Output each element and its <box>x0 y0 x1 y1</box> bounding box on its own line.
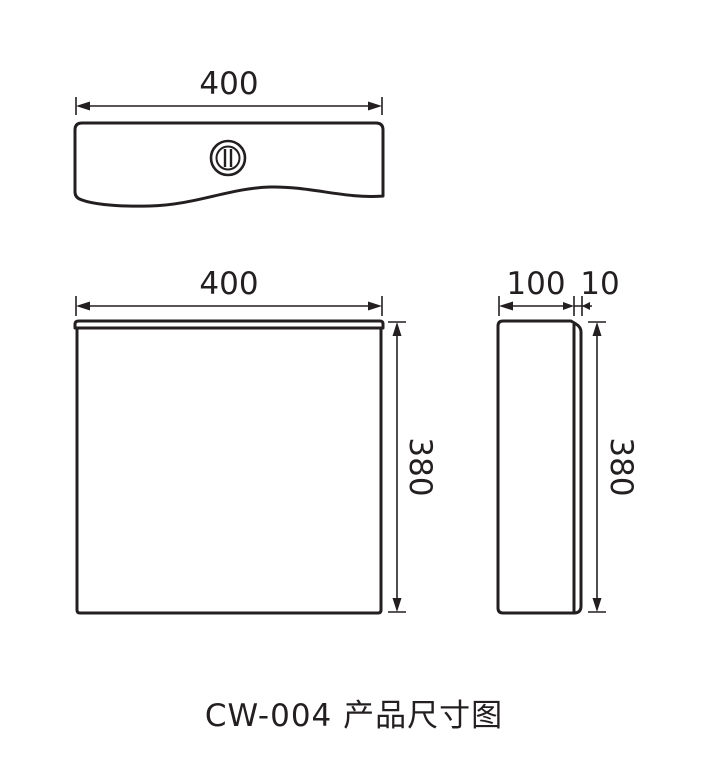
tank-top-outline <box>73 121 385 208</box>
side-view-height-dimension: 380 <box>588 321 639 613</box>
top-view-width-dimension: 400 <box>75 66 383 115</box>
top-view: 400 <box>73 66 385 208</box>
front-view: 400 380 <box>73 266 438 615</box>
flush-button-icon <box>209 139 247 177</box>
front-view-width-label: 400 <box>199 266 258 302</box>
side-view-depth-dimension: 100 10 <box>498 266 620 316</box>
front-view-height-dimension: 380 <box>388 321 438 613</box>
side-view: 100 10 380 <box>496 266 639 615</box>
tank-body-side <box>496 319 583 615</box>
tank-lid <box>73 319 385 330</box>
tank-body-front <box>75 326 383 615</box>
side-view-height-label: 380 <box>603 437 639 496</box>
side-view-depth-label: 100 <box>506 266 565 302</box>
side-view-lid-label: 10 <box>580 266 619 302</box>
front-view-height-label: 380 <box>402 437 438 496</box>
drawing-caption: CW-004 产品尺寸图 <box>205 698 503 734</box>
top-view-width-label: 400 <box>199 66 258 102</box>
front-view-width-dimension: 400 <box>75 266 383 316</box>
